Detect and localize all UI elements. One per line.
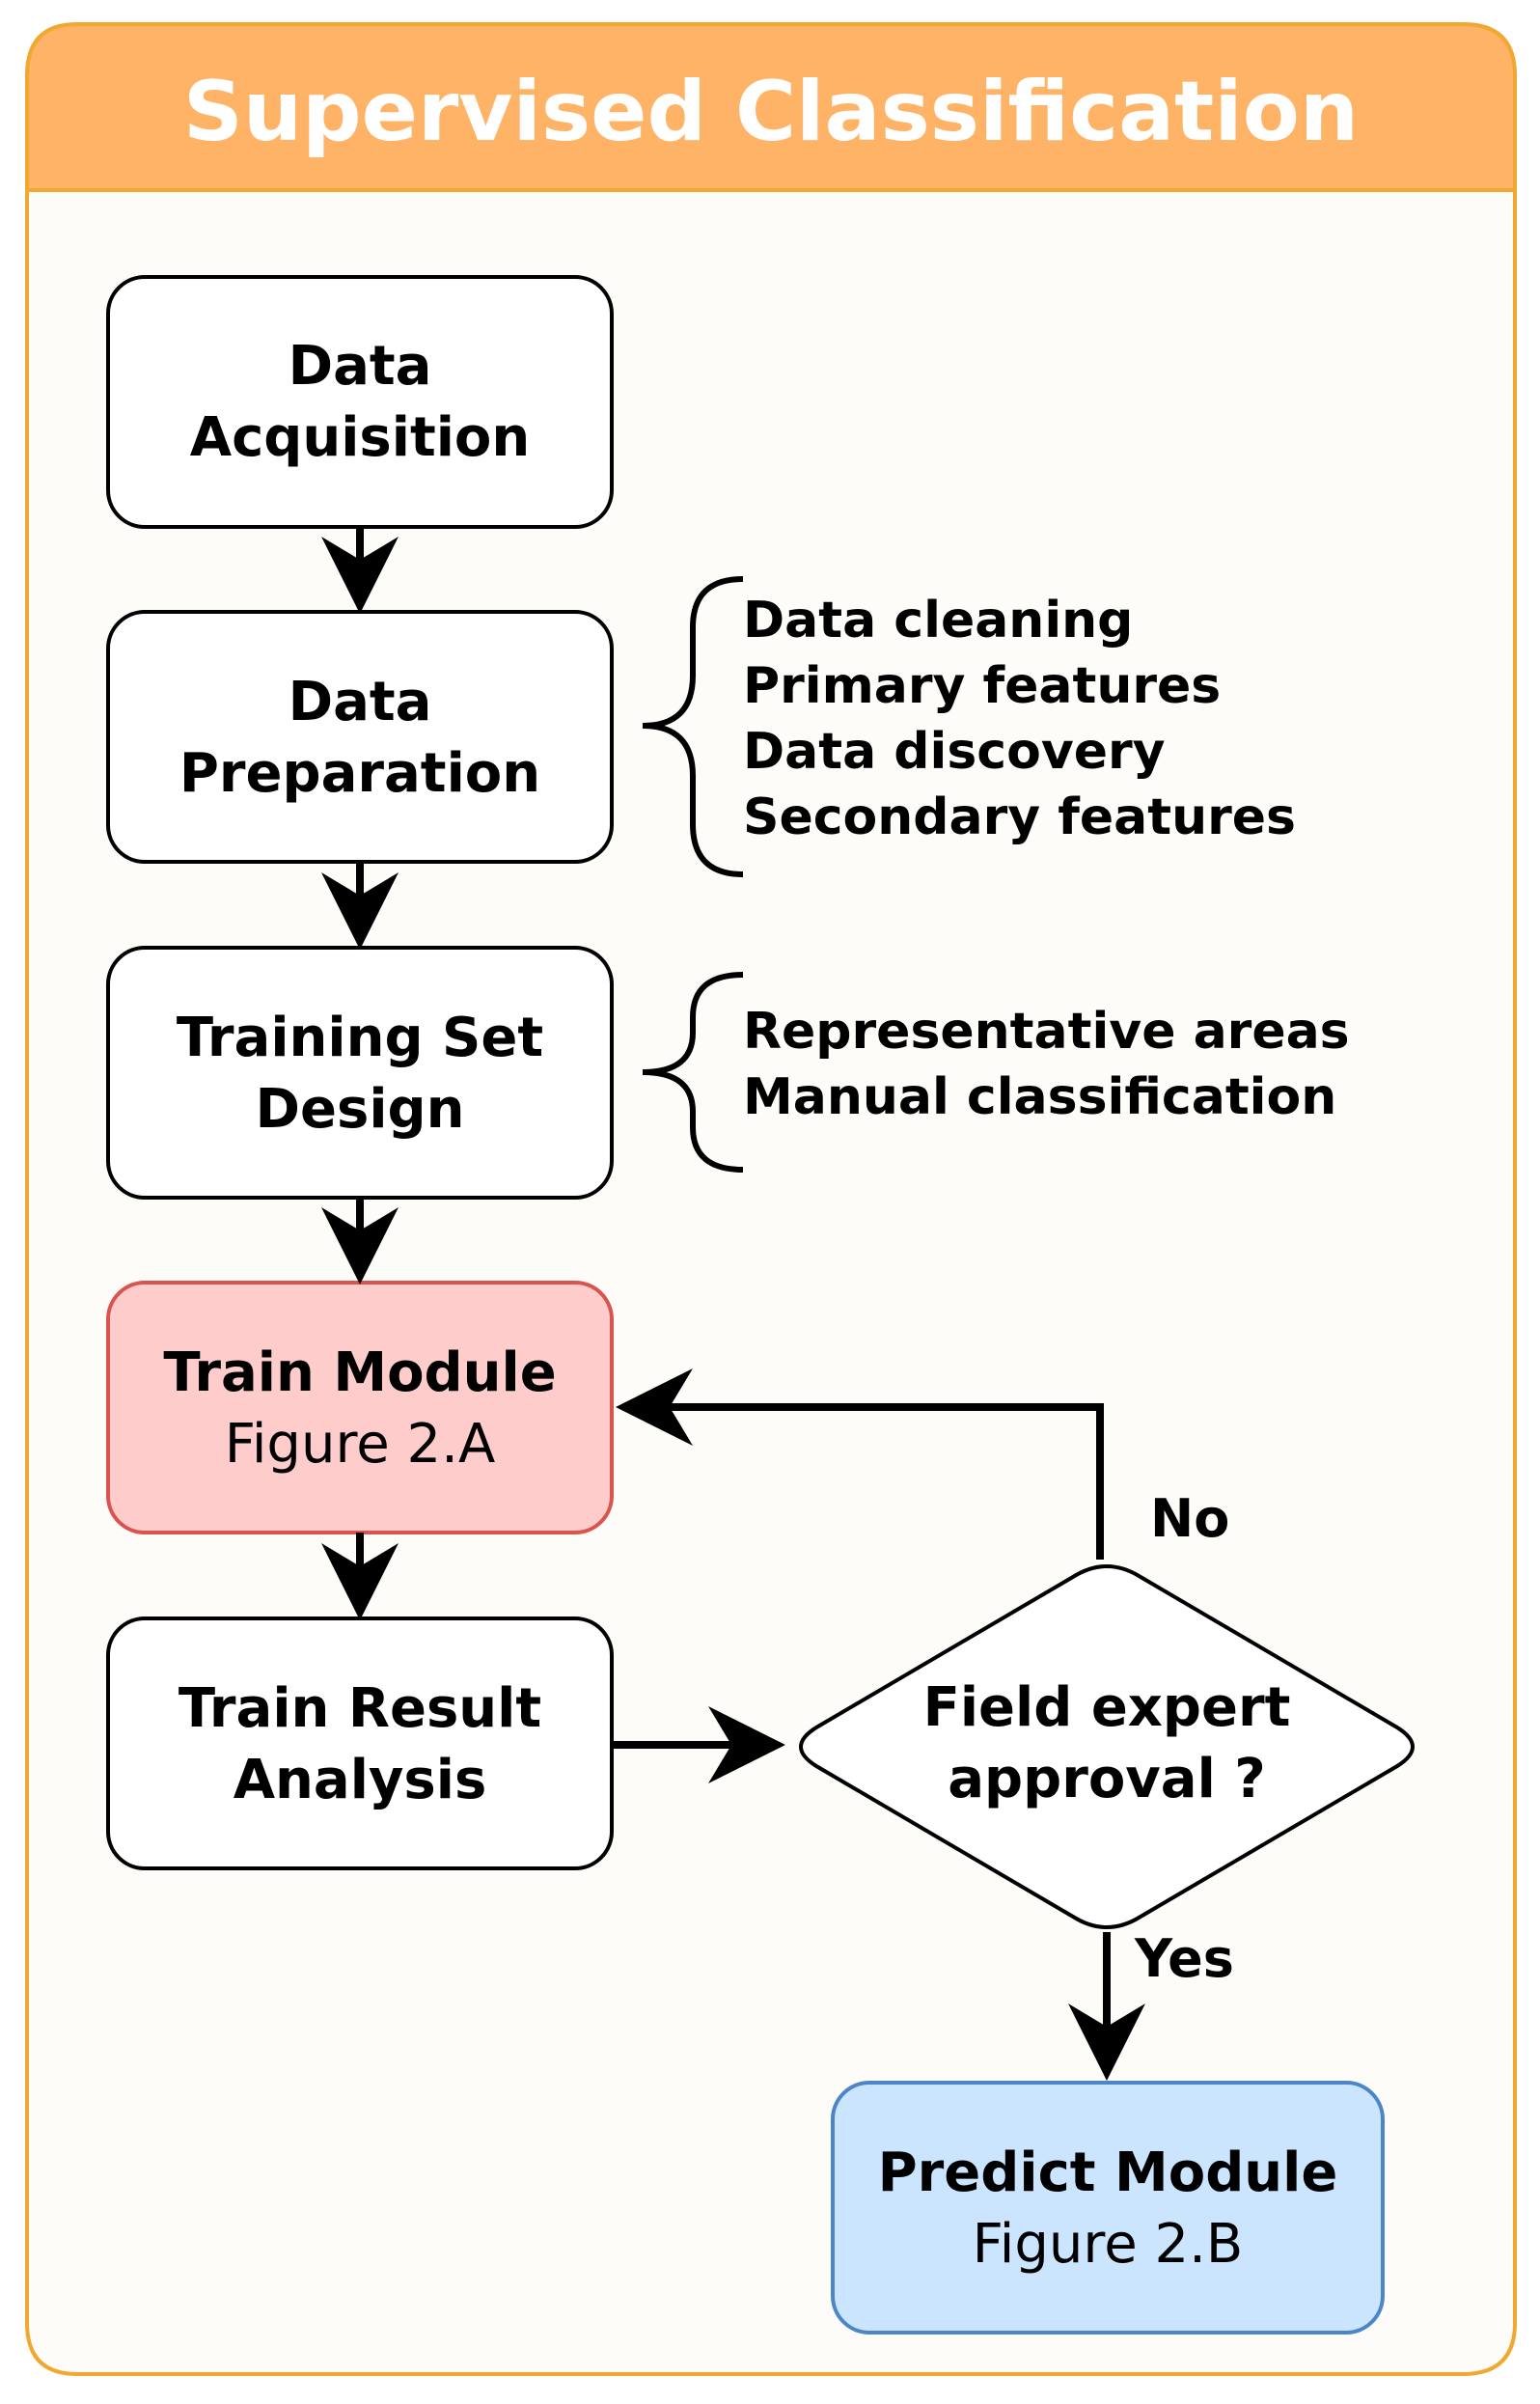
header-bar bbox=[25, 22, 1517, 192]
brace-preparation bbox=[642, 576, 744, 877]
node-label-line: Data bbox=[289, 671, 432, 733]
annotation-item: Data discovery bbox=[743, 723, 1166, 781]
edge-label-no: No bbox=[1150, 1488, 1229, 1549]
node-train-module: Train Module Figure 2.A bbox=[106, 1281, 614, 1534]
node-label-line: Train Result bbox=[179, 1677, 541, 1740]
edge-label-yes: Yes bbox=[1134, 1928, 1234, 1989]
node-title: Predict Module bbox=[878, 2141, 1338, 2204]
node-data-preparation: Data Preparation bbox=[106, 610, 614, 864]
annotation-item: Primary features bbox=[743, 657, 1221, 715]
training-set-steps-list: Representative areas Manual classificati… bbox=[743, 1003, 1350, 1126]
annotation-item: Manual classification bbox=[743, 1068, 1336, 1126]
diagram-title: Supervised Classification bbox=[183, 64, 1359, 160]
node-label-line: Acquisition bbox=[190, 406, 531, 469]
annotation-item: Secondary features bbox=[743, 788, 1296, 846]
preparation-steps-list: Data cleaning Primary features Data disc… bbox=[743, 592, 1296, 846]
node-predict-module: Predict Module Figure 2.B bbox=[831, 2081, 1385, 2335]
node-label-line: Analysis bbox=[234, 1749, 487, 1811]
node-train-result-analysis: Train Result Analysis bbox=[106, 1616, 614, 1870]
node-field-expert-approval: Field expert approval ? bbox=[799, 1564, 1415, 1929]
annotation-item: Data cleaning bbox=[743, 592, 1133, 649]
node-label-line: Training Set bbox=[177, 1007, 543, 1069]
node-training-set-design: Training Set Design bbox=[106, 946, 614, 1200]
brace-training-set bbox=[642, 972, 744, 1173]
node-label-line: Field expert bbox=[923, 1676, 1291, 1739]
annotation-item: Representative areas bbox=[743, 1003, 1350, 1061]
connectors bbox=[321, 527, 1145, 2081]
node-label-line: approval ? bbox=[948, 1748, 1266, 1810]
node-data-acquisition: Data Acquisition bbox=[106, 275, 614, 529]
node-label-line: Design bbox=[256, 1078, 465, 1141]
arrow-no-loop-to-train-module bbox=[616, 1368, 1104, 1560]
node-title: Train Module bbox=[163, 1341, 556, 1404]
node-label-line: Data bbox=[289, 335, 432, 398]
node-subtitle: Figure 2.B bbox=[973, 2213, 1244, 2276]
node-label-line: Preparation bbox=[179, 742, 540, 805]
node-subtitle: Figure 2.A bbox=[225, 1413, 496, 1476]
